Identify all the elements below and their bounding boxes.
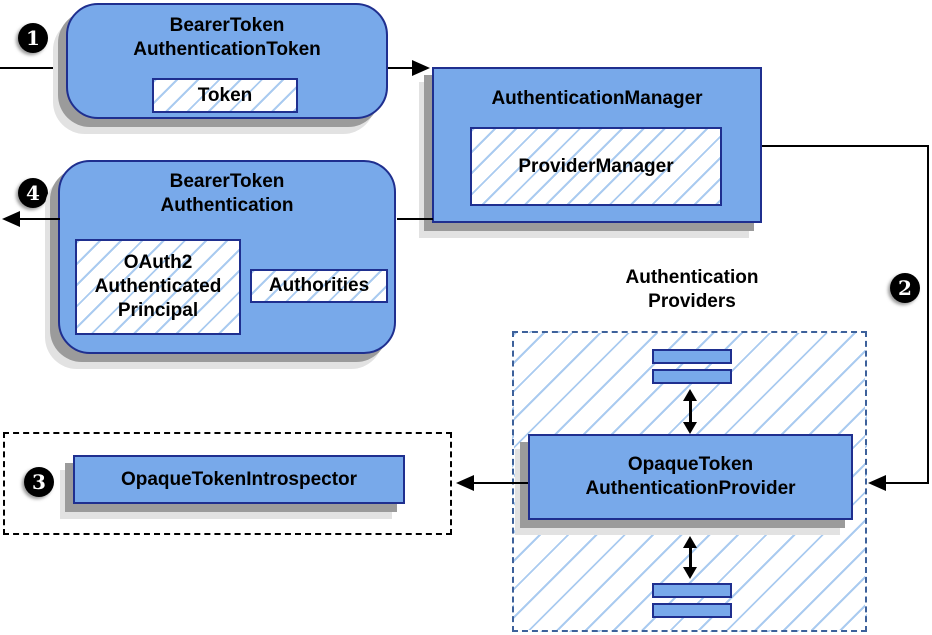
token-box: Token [152, 78, 298, 113]
manager-to-provider-line-top [762, 145, 929, 147]
manager-to-provider-line-right [927, 145, 929, 484]
authentication-manager-node: AuthenticationManager ProviderManager [432, 67, 762, 223]
token-to-manager-line [388, 67, 414, 69]
opaque-token-authentication-provider-node: OpaqueToken AuthenticationProvider [528, 434, 853, 520]
step-4-badge: 4 [18, 178, 48, 208]
bottom-link-down-arrowhead-icon [683, 567, 697, 579]
bearer-token-authentication-token-node: BearerToken AuthenticationToken Token [66, 3, 388, 119]
token-to-manager-arrowhead-icon [412, 60, 430, 76]
manager-to-provider-line-bottom [886, 482, 929, 484]
bottom-link-up-arrowhead-icon [683, 536, 697, 548]
provider-to-introspector-line [472, 482, 528, 484]
step-3-badge: 3 [24, 467, 54, 497]
provider-manager-label: ProviderManager [518, 155, 674, 177]
oauth2-authenticated-principal-box: OAuth2 Authenticated Principal [75, 239, 241, 335]
incoming-request-line [0, 67, 64, 69]
top-link-shaft [689, 399, 692, 423]
provider-stack-bottom-bar-2 [652, 603, 732, 618]
authentication-out-line [16, 218, 60, 220]
bearer-token-authentication-title: BearerToken Authentication [160, 171, 294, 216]
provider-to-introspector-arrowhead-icon [456, 475, 474, 491]
bottom-link-shaft [689, 546, 692, 568]
authentication-providers-label: Authentication Providers [625, 267, 759, 312]
top-link-down-arrowhead-icon [683, 422, 697, 434]
provider-stack-top-bar-1 [652, 349, 732, 364]
provider-manager-box: ProviderManager [470, 127, 722, 206]
opaque-token-authentication-provider-title: OpaqueToken AuthenticationProvider [585, 454, 796, 499]
bearer-token-authentication-token-title: BearerToken AuthenticationToken [133, 15, 321, 60]
step-1-badge: 1 [18, 23, 48, 53]
opaque-token-introspector-region [3, 432, 452, 535]
opaque-token-introspector-title: OpaqueTokenIntrospector [120, 468, 358, 490]
provider-stack-bottom-bar-1 [652, 583, 732, 598]
authentication-out-arrowhead-icon [2, 211, 20, 227]
oauth2-authenticated-principal-label: OAuth2 Authenticated Principal [94, 252, 222, 321]
bearer-token-authentication-node: BearerToken Authentication OAuth2 Authen… [58, 160, 396, 354]
provider-stack-top-bar-2 [652, 369, 732, 384]
authorities-label: Authorities [268, 275, 370, 296]
manager-to-provider-arrowhead-icon [868, 475, 886, 491]
step-2-badge: 2 [890, 273, 920, 303]
opaque-token-introspector-node: OpaqueTokenIntrospector [73, 455, 405, 504]
token-label: Token [197, 84, 253, 106]
authorities-box: Authorities [250, 269, 388, 303]
manager-to-authentication-line [397, 218, 433, 220]
authentication-manager-title: AuthenticationManager [491, 88, 703, 109]
top-link-up-arrowhead-icon [683, 389, 697, 401]
